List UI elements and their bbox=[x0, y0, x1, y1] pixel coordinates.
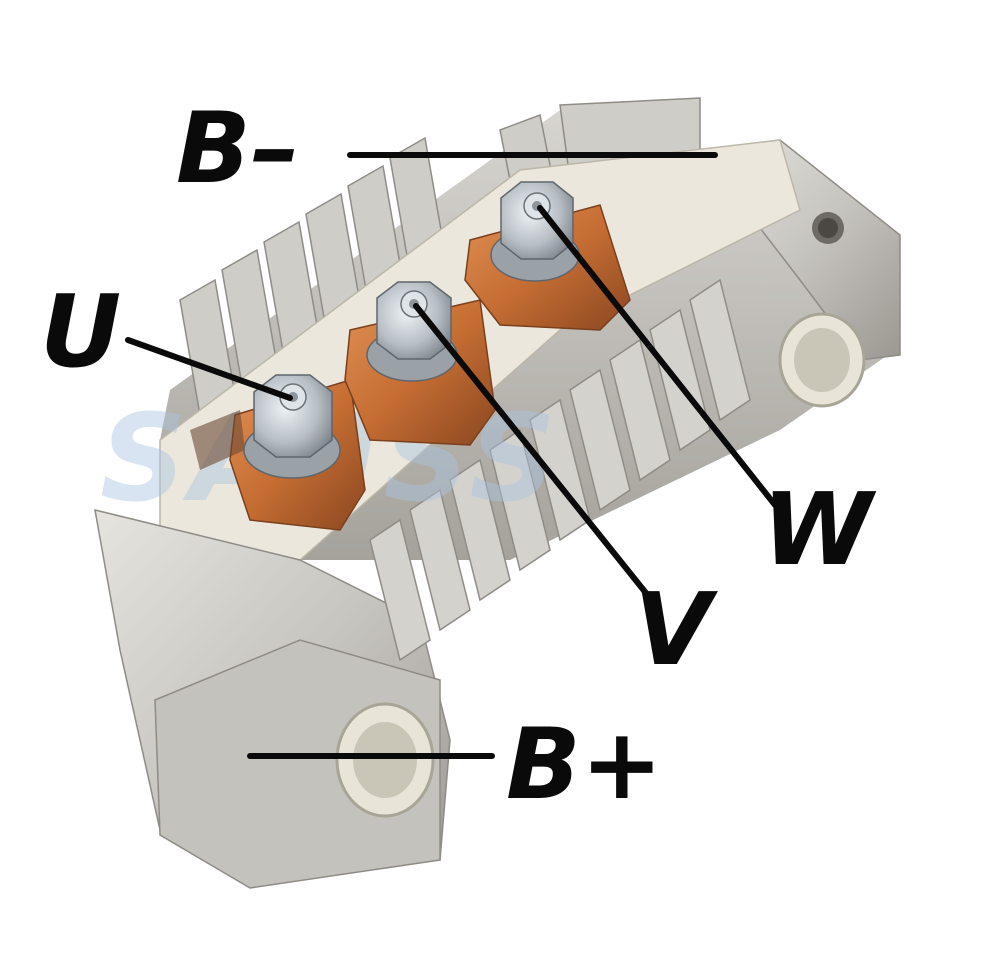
label-b-minus: B– bbox=[176, 92, 300, 206]
label-u: U bbox=[40, 273, 122, 390]
terminal-v bbox=[344, 281, 496, 446]
label-b-plus: B+ bbox=[506, 708, 663, 822]
leader-lines bbox=[125, 152, 778, 759]
lower-mount-block bbox=[154, 639, 441, 889]
label-w: W bbox=[762, 471, 873, 588]
leader-u bbox=[125, 337, 293, 401]
terminal-u bbox=[190, 374, 366, 531]
lower-heatsink bbox=[94, 278, 751, 889]
nut-w bbox=[500, 181, 574, 260]
label-v: V bbox=[634, 571, 712, 688]
lower-fins bbox=[369, 278, 751, 662]
leader-v bbox=[413, 303, 653, 601]
terminal-w bbox=[464, 181, 631, 331]
nut-v bbox=[376, 281, 452, 360]
nut-u bbox=[253, 374, 333, 458]
leader-w bbox=[537, 205, 778, 508]
